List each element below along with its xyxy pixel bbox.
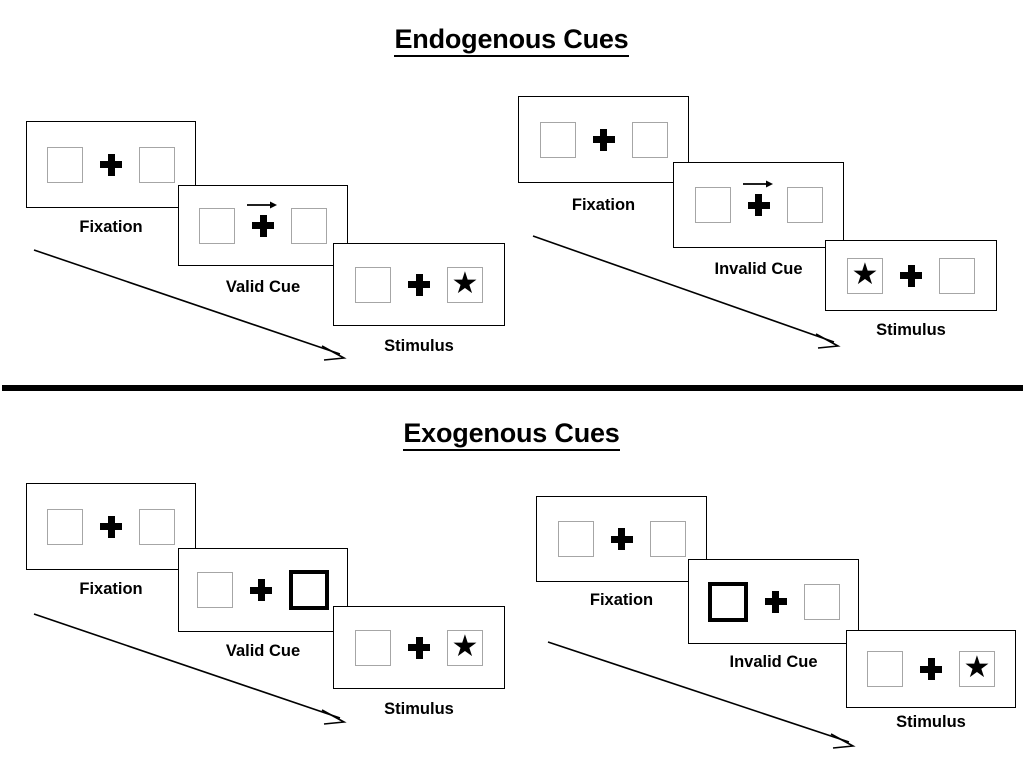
time-arrow-endogenous-invalid (531, 234, 851, 352)
fixation-cross-icon (764, 590, 787, 613)
frame-content: ★ (847, 631, 1015, 707)
caption-exogenous-invalid-fixation: Fixation (589, 591, 654, 609)
left-stimulus-box[interactable] (694, 187, 731, 223)
frame-content: ★ (334, 244, 504, 325)
caption-exogenous-valid-cue: Valid Cue (225, 642, 301, 660)
section-title-endogenous: Endogenous Cues (0, 24, 1023, 57)
trial-frame-exogenous-valid-stimulus[interactable]: ★ (333, 606, 505, 689)
fixation-cross-icon (920, 658, 942, 680)
fixation-cross-icon (408, 636, 430, 659)
left-stimulus-box[interactable] (355, 266, 391, 303)
trial-frame-endogenous-valid-fixation[interactable] (26, 121, 196, 208)
frame-content (519, 97, 688, 182)
fixation-cross-icon (747, 194, 770, 216)
right-arrow-cue-icon (246, 200, 280, 212)
trial-frame-endogenous-valid-cue[interactable] (178, 185, 348, 266)
star-target-icon: ★ (851, 257, 879, 291)
left-stimulus-box[interactable] (47, 146, 83, 183)
caption-endogenous-valid-stimulus: Stimulus (384, 337, 454, 355)
right-stimulus-box[interactable]: ★ (447, 629, 483, 666)
left-stimulus-box[interactable] (557, 521, 594, 557)
fixation-cross-icon (100, 515, 122, 538)
fixation-center (83, 153, 139, 176)
star-target-icon: ★ (963, 651, 991, 684)
fixation-center (83, 515, 139, 538)
caption-endogenous-invalid-cue: Invalid Cue (714, 260, 803, 278)
right-stimulus-box[interactable] (139, 146, 175, 183)
trial-frame-exogenous-invalid-stimulus[interactable]: ★ (846, 630, 1016, 708)
fixation-center (576, 128, 632, 151)
right-stimulus-box-cued[interactable] (289, 570, 329, 610)
right-stimulus-box[interactable] (291, 207, 327, 244)
caption-endogenous-invalid-stimulus: Stimulus (876, 321, 946, 339)
time-arrow-exogenous-valid (32, 612, 352, 727)
fixation-cross-icon (610, 528, 633, 550)
frame-content (27, 484, 195, 569)
left-stimulus-box[interactable] (867, 651, 903, 687)
fixation-center (594, 528, 650, 550)
left-stimulus-box[interactable] (199, 207, 235, 244)
trial-frame-exogenous-invalid-fixation[interactable] (536, 496, 707, 582)
frame-content (179, 549, 347, 631)
fixation-center (391, 636, 447, 659)
left-stimulus-box[interactable]: ★ (847, 257, 883, 294)
fixation-center (903, 658, 959, 680)
star-target-icon: ★ (451, 266, 479, 300)
right-stimulus-box[interactable]: ★ (447, 266, 483, 303)
caption-exogenous-invalid-stimulus: Stimulus (896, 713, 966, 731)
right-stimulus-box[interactable] (139, 508, 175, 545)
time-arrow-exogenous-invalid (546, 640, 866, 752)
fixation-center (391, 273, 447, 296)
star-target-icon: ★ (451, 629, 479, 663)
trial-frame-endogenous-invalid-stimulus[interactable]: ★ (825, 240, 997, 311)
fixation-cross-icon (252, 214, 274, 237)
frame-content: ★ (334, 607, 504, 688)
caption-exogenous-invalid-cue: Invalid Cue (729, 653, 818, 671)
caption-exogenous-valid-fixation: Fixation (79, 580, 143, 598)
section-title-exogenous: Exogenous Cues (0, 418, 1023, 451)
trial-frame-exogenous-valid-cue[interactable] (178, 548, 348, 632)
fixation-cross-icon (100, 153, 122, 176)
frame-content (179, 186, 347, 265)
fixation-center (883, 264, 939, 287)
fixation-center (233, 579, 289, 601)
right-arrow-cue-icon (742, 179, 776, 191)
right-stimulus-box[interactable]: ★ (959, 651, 995, 687)
fixation-center (731, 180, 787, 216)
section-title-endogenous-text: Endogenous Cues (394, 24, 629, 57)
left-stimulus-box[interactable] (47, 508, 83, 545)
frame-content (689, 560, 858, 643)
fixation-cross-icon (250, 579, 272, 601)
trial-frame-endogenous-invalid-cue[interactable] (673, 162, 844, 248)
right-stimulus-box[interactable] (631, 121, 668, 158)
trial-frame-exogenous-valid-fixation[interactable] (26, 483, 196, 570)
fixation-center (235, 201, 291, 237)
right-stimulus-box[interactable] (649, 521, 686, 557)
trial-frame-exogenous-invalid-cue[interactable] (688, 559, 859, 644)
frame-content (674, 163, 843, 247)
left-stimulus-box[interactable] (539, 121, 576, 158)
caption-endogenous-valid-cue: Valid Cue (225, 278, 301, 296)
right-stimulus-box[interactable] (803, 583, 840, 620)
frame-content (537, 497, 706, 581)
caption-endogenous-valid-fixation: Fixation (79, 218, 143, 236)
left-stimulus-box[interactable] (355, 629, 391, 666)
trial-frame-endogenous-valid-stimulus[interactable]: ★ (333, 243, 505, 326)
fixation-cross-icon (408, 273, 430, 296)
fixation-center (748, 590, 804, 613)
left-stimulus-box[interactable] (197, 572, 233, 608)
right-stimulus-box[interactable] (786, 187, 823, 223)
right-stimulus-box[interactable] (939, 257, 975, 294)
time-arrow-endogenous-valid (32, 248, 352, 363)
left-stimulus-box-cued[interactable] (707, 581, 748, 622)
caption-endogenous-invalid-fixation: Fixation (571, 196, 636, 214)
frame-content: ★ (826, 241, 996, 310)
caption-exogenous-valid-stimulus: Stimulus (384, 700, 454, 718)
section-divider (2, 385, 1023, 391)
frame-content (27, 122, 195, 207)
trial-frame-endogenous-invalid-fixation[interactable] (518, 96, 689, 183)
fixation-cross-icon (592, 128, 615, 151)
section-title-exogenous-text: Exogenous Cues (403, 418, 620, 451)
fixation-cross-icon (900, 264, 922, 287)
